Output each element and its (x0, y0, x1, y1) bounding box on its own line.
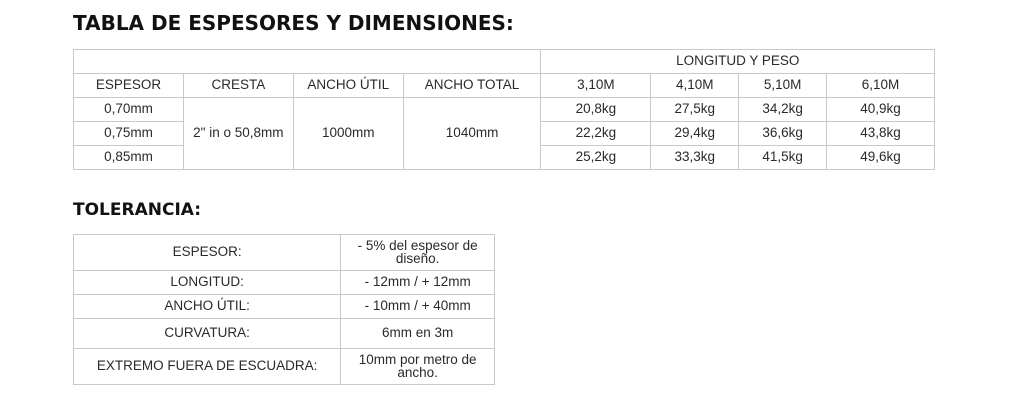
length-weight-header: LONGITUD Y PESO (540, 49, 935, 74)
tolerance-label: ESPESOR: (72, 234, 342, 271)
table-row: 0,70mm 2" in o 50,8mm 1000mm 1040mm 20,8… (73, 97, 935, 170)
tolerance-value: - 10mm / + 40mm (340, 294, 495, 319)
tolerance-value: 6mm en 3m (340, 318, 495, 349)
tolerance-label: ANCHO ÚTIL: (72, 294, 342, 319)
table-row: LONGITUD Y PESO (72, 49, 935, 74)
table-row: 0,85mm 25,2kg 33,3kg 41,5kg 49,6kg (73, 145, 935, 170)
thickness-dimensions-table: LONGITUD Y PESO ESPESOR CRESTA ANCHO ÚTI… (72, 49, 935, 170)
header-espesor: ESPESOR (73, 73, 184, 98)
tolerance-title: TOLERANCIA: (73, 200, 202, 220)
espesor-cell: 0,75mm (73, 121, 184, 146)
weight-cell: 33,3kg (650, 145, 740, 170)
espesor-cell: 0,70mm (73, 97, 184, 122)
weight-cell: 25,2kg (540, 145, 652, 170)
ancho-util-cell: 1000mm (292, 97, 404, 170)
tolerance-label: LONGITUD: (72, 270, 342, 295)
weight-cell: 34,2kg (738, 97, 828, 122)
header-length-3: 5,10M (738, 73, 828, 98)
table-row: 0,75mm 22,2kg 29,4kg 36,6kg 43,8kg (73, 121, 935, 146)
tolerance-value: 10mm por metro de ancho. (340, 348, 495, 385)
weight-cell: 43,8kg (826, 121, 935, 146)
table-row: ANCHO ÚTIL: - 10mm / + 40mm (72, 294, 495, 319)
tolerance-table: ESPESOR: - 5% del espesor de diseño. LON… (72, 234, 495, 385)
tolerance-label: CURVATURA: (72, 318, 342, 349)
ancho-total-cell: 1040mm (402, 97, 542, 170)
weight-cell: 49,6kg (826, 145, 935, 170)
header-length-4: 6,10M (826, 73, 935, 98)
weight-cell: 20,8kg (540, 97, 652, 122)
weight-cell: 36,6kg (738, 121, 828, 146)
page-title: TABLA DE ESPESORES Y DIMENSIONES: (73, 11, 514, 35)
table-row: LONGITUD: - 12mm / + 12mm (72, 270, 495, 295)
empty-header-cell (72, 49, 542, 74)
header-length-2: 4,10M (650, 73, 740, 98)
weight-cell: 29,4kg (650, 121, 740, 146)
espesor-cell: 0,85mm (73, 145, 184, 170)
weight-cell: 22,2kg (540, 121, 652, 146)
tolerance-label: EXTREMO FUERA DE ESCUADRA: (72, 348, 342, 385)
header-ancho-total: ANCHO TOTAL (402, 73, 542, 98)
header-cresta: CRESTA (182, 73, 294, 98)
table-row: CURVATURA: 6mm en 3m (72, 318, 495, 349)
header-length-1: 3,10M (540, 73, 652, 98)
tolerance-value: - 12mm / + 12mm (340, 270, 495, 295)
tolerance-value: - 5% del espesor de diseño. (340, 234, 495, 271)
header-ancho-util: ANCHO ÚTIL (292, 73, 404, 98)
table-row: EXTREMO FUERA DE ESCUADRA: 10mm por metr… (72, 348, 495, 385)
weight-cell: 41,5kg (738, 145, 828, 170)
cresta-cell: 2" in o 50,8mm (182, 97, 294, 170)
weight-cell: 40,9kg (826, 97, 935, 122)
table-row: ESPESOR CRESTA ANCHO ÚTIL ANCHO TOTAL 3,… (73, 73, 935, 98)
weight-cell: 27,5kg (650, 97, 740, 122)
table-row: ESPESOR: - 5% del espesor de diseño. (72, 234, 495, 271)
